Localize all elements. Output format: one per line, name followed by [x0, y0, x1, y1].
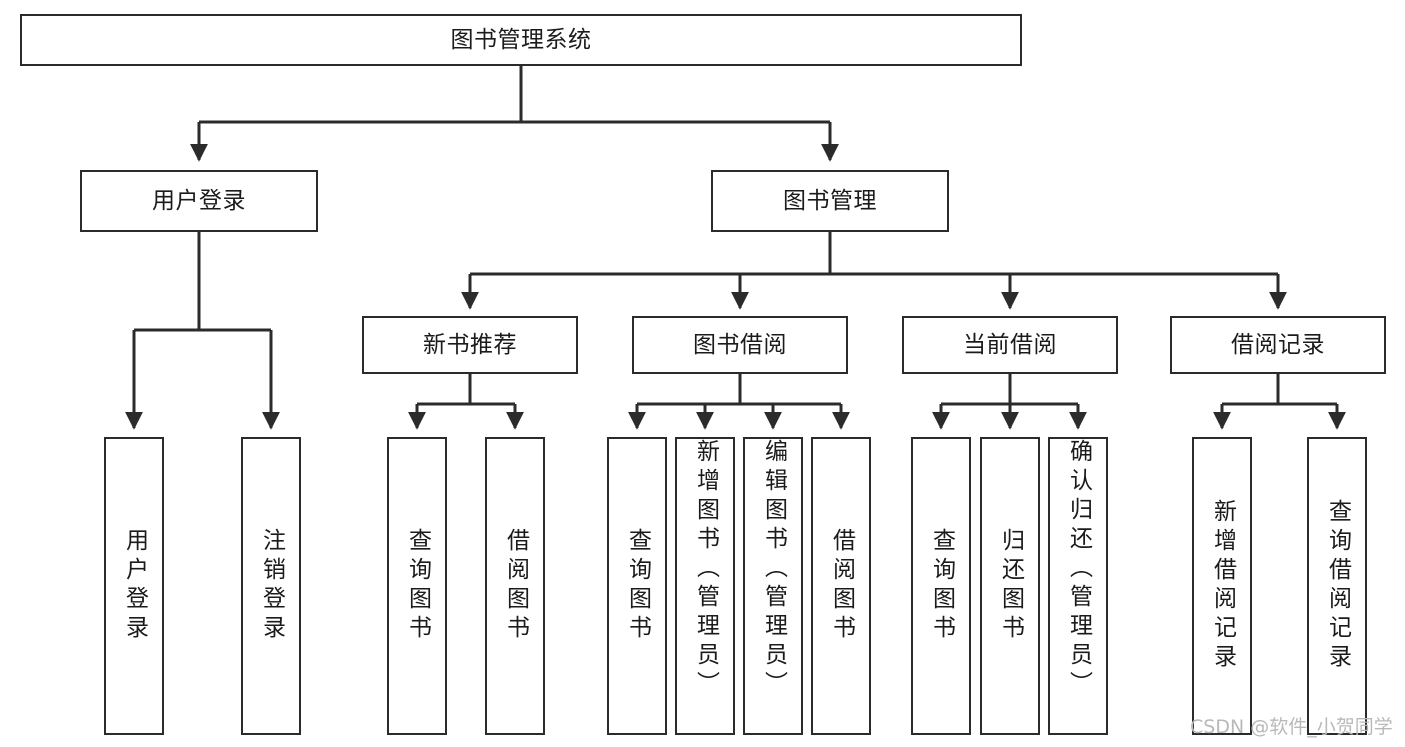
- node-borrow-record[interactable]: 借阅记录: [1170, 316, 1386, 374]
- node-leaf-user-login-label: 用户登录: [121, 528, 148, 644]
- node-new-book-recommend-label: 新书推荐: [423, 331, 517, 358]
- node-leaf-confirm-return[interactable]: 确认归还（管理员）: [1048, 437, 1108, 735]
- node-leaf-add-record-label: 新增借阅记录: [1209, 499, 1236, 673]
- node-book-manage-label: 图书管理: [783, 187, 877, 214]
- watermark-text: CSDN @软件_小贺同学: [1190, 716, 1393, 738]
- node-new-book-recommend[interactable]: 新书推荐: [362, 316, 578, 374]
- node-book-borrow-label: 图书借阅: [693, 331, 787, 358]
- node-current-borrow-label: 当前借阅: [963, 331, 1057, 358]
- node-leaf-return-book[interactable]: 归还图书: [980, 437, 1040, 735]
- node-book-manage[interactable]: 图书管理: [711, 170, 949, 232]
- node-leaf-return-book-label: 归还图书: [997, 528, 1024, 644]
- node-leaf-user-login[interactable]: 用户登录: [104, 437, 164, 735]
- node-leaf-add-book[interactable]: 新增图书（管理员）: [675, 437, 735, 735]
- node-leaf-borrow-book-1[interactable]: 借阅图书: [485, 437, 545, 735]
- node-leaf-query-book-1[interactable]: 查询图书: [387, 437, 447, 735]
- node-leaf-query-book-3-label: 查询图书: [928, 528, 955, 644]
- node-leaf-query-record-label: 查询借阅记录: [1324, 499, 1351, 673]
- node-root-label: 图书管理系统: [450, 26, 592, 53]
- node-leaf-user-logout[interactable]: 注销登录: [241, 437, 301, 735]
- node-leaf-add-book-label: 新增图书（管理员）: [692, 439, 719, 700]
- node-leaf-user-logout-label: 注销登录: [258, 528, 285, 644]
- node-leaf-query-book-2[interactable]: 查询图书: [607, 437, 667, 735]
- node-user-login-label: 用户登录: [152, 187, 246, 214]
- node-leaf-query-book-3[interactable]: 查询图书: [911, 437, 971, 735]
- node-user-login[interactable]: 用户登录: [80, 170, 318, 232]
- node-root[interactable]: 图书管理系统: [20, 14, 1022, 66]
- node-current-borrow[interactable]: 当前借阅: [902, 316, 1118, 374]
- node-leaf-borrow-book-1-label: 借阅图书: [502, 528, 529, 644]
- node-leaf-query-record[interactable]: 查询借阅记录: [1307, 437, 1367, 735]
- node-leaf-borrow-book-2-label: 借阅图书: [828, 528, 855, 644]
- node-leaf-confirm-return-label: 确认归还（管理员）: [1065, 439, 1092, 700]
- node-leaf-query-book-1-label: 查询图书: [404, 528, 431, 644]
- node-book-borrow[interactable]: 图书借阅: [632, 316, 848, 374]
- node-leaf-edit-book-label: 编辑图书（管理员）: [760, 439, 787, 700]
- node-leaf-add-record[interactable]: 新增借阅记录: [1192, 437, 1252, 735]
- node-leaf-borrow-book-2[interactable]: 借阅图书: [811, 437, 871, 735]
- node-leaf-query-book-2-label: 查询图书: [624, 528, 651, 644]
- node-borrow-record-label: 借阅记录: [1231, 331, 1325, 358]
- node-leaf-edit-book[interactable]: 编辑图书（管理员）: [743, 437, 803, 735]
